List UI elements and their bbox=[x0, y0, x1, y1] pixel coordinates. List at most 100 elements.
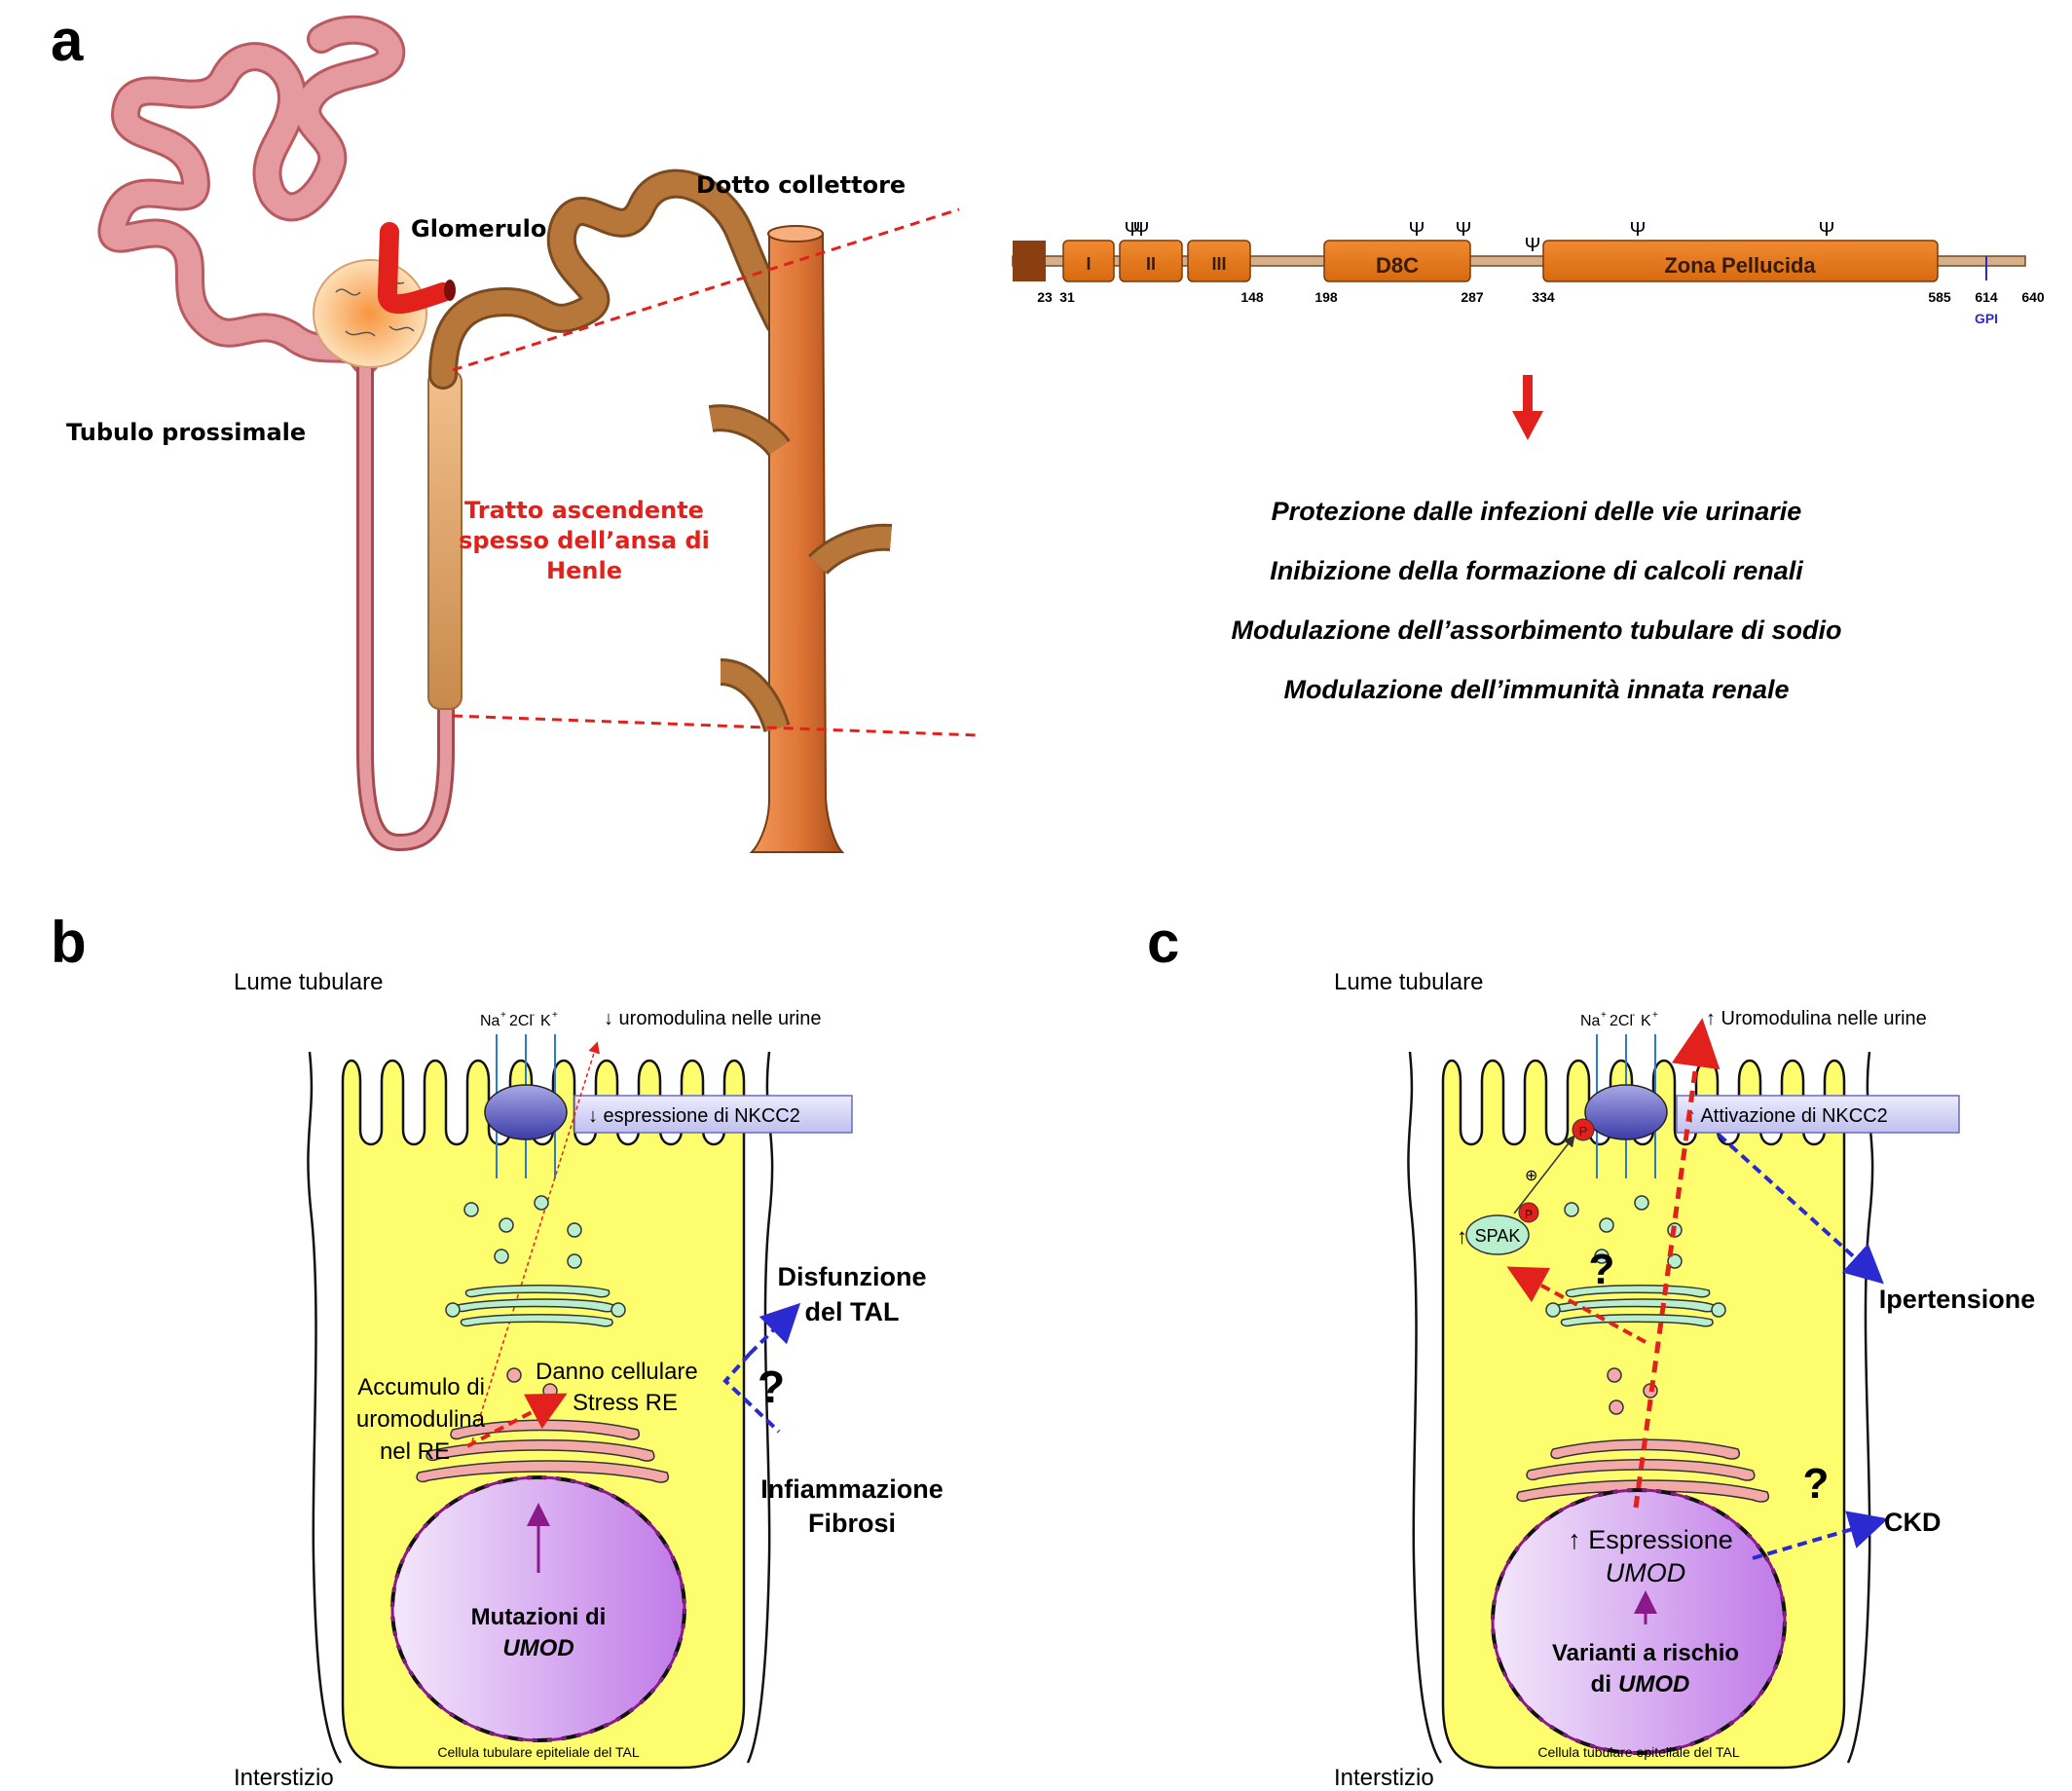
c-lume-label: Lume tubulare bbox=[1334, 969, 1483, 995]
pos-31: 31 bbox=[1059, 289, 1075, 305]
c-ion-labels: Na + 2Cl - K + bbox=[1580, 1010, 1658, 1029]
svg-text:-: - bbox=[1632, 1010, 1635, 1021]
domain-zona-pellucida: Zona Pellucida bbox=[1664, 253, 1816, 278]
label-glomerulo: Glomerulo bbox=[411, 215, 546, 243]
svg-text:-: - bbox=[532, 1010, 535, 1021]
c-spak bbox=[1465, 1214, 1530, 1255]
svg-text:P: P bbox=[1579, 1124, 1588, 1138]
svg-text:+: + bbox=[500, 1010, 506, 1021]
label-tal-1: Tratto ascendente bbox=[464, 497, 704, 524]
pos-585: 585 bbox=[1928, 289, 1951, 305]
down-arrow-icon bbox=[1512, 375, 1543, 440]
b-interstizio-label: Interstizio bbox=[234, 1765, 334, 1791]
b-danno-1: Danno cellulare bbox=[536, 1359, 698, 1385]
panel-b-letter: b bbox=[51, 910, 87, 975]
b-mutazioni: Mutazioni di bbox=[471, 1604, 607, 1630]
c-question-2: ? bbox=[1803, 1460, 1830, 1508]
c-golgi bbox=[1545, 1285, 1726, 1327]
glyco-mark: Ψ bbox=[1819, 219, 1835, 241]
glyco-mark: Ψ bbox=[1125, 219, 1141, 241]
glyco-mark: Ψ bbox=[1525, 235, 1541, 256]
c-phospho-spak bbox=[1518, 1202, 1539, 1223]
c-interstizio-label: Interstizio bbox=[1334, 1765, 1434, 1791]
b-fibrosi: Fibrosi bbox=[808, 1509, 896, 1538]
b-vesicles bbox=[463, 1195, 582, 1269]
pos-614: 614 bbox=[1975, 289, 1998, 305]
c-ipertensione: Ipertensione bbox=[1879, 1285, 2036, 1314]
gpi-label: GPI bbox=[1975, 311, 1998, 326]
b-question-mark: ? bbox=[758, 1362, 785, 1412]
svg-text:P: P bbox=[1525, 1208, 1533, 1221]
loop-of-henle bbox=[356, 360, 455, 852]
pos-287: 287 bbox=[1461, 289, 1484, 305]
domain-I: I bbox=[1086, 254, 1091, 274]
svg-text:2Cl: 2Cl bbox=[1610, 1013, 1633, 1029]
c-umod-var: UMOD bbox=[1618, 1671, 1689, 1698]
svg-text:K: K bbox=[1641, 1013, 1651, 1029]
b-disfunzione-1: Disfunzione bbox=[778, 1262, 927, 1291]
c-ckd: CKD bbox=[1884, 1508, 1942, 1537]
proximal-tubule bbox=[97, 15, 406, 375]
glomerulus bbox=[313, 222, 456, 368]
b-cell-label: Cellula tubulare epiteliale del TAL bbox=[437, 1744, 639, 1760]
c-urine-text: ↑ Uromodulina nelle urine bbox=[1706, 1008, 1927, 1029]
c-phospho-nkcc2 bbox=[1572, 1118, 1595, 1141]
c-umod-expr: UMOD bbox=[1606, 1558, 1686, 1587]
c-nkcc2-transporter bbox=[1584, 1084, 1668, 1140]
domain-II: II bbox=[1146, 254, 1156, 274]
c-nkcc2-box bbox=[1676, 1095, 1960, 1134]
glyco-mark: Ψ bbox=[1133, 219, 1150, 241]
pos-198: 198 bbox=[1314, 289, 1338, 305]
panel-c-letter: c bbox=[1147, 910, 1179, 975]
collecting-duct bbox=[708, 225, 893, 853]
pos-23: 23 bbox=[1037, 289, 1053, 305]
svg-text:K: K bbox=[540, 1013, 551, 1029]
label-dotto-collettore: Dotto collettore bbox=[696, 171, 906, 199]
label-tal-3: Henle bbox=[546, 557, 622, 584]
b-umod: UMOD bbox=[502, 1635, 574, 1661]
b-nkcc2-text: ↓ espressione di NKCC2 bbox=[588, 1105, 800, 1127]
b-nkcc2-box bbox=[574, 1095, 853, 1134]
b-infiammazione: Infiammazione bbox=[760, 1474, 944, 1504]
b-er bbox=[416, 1419, 669, 1483]
label-tubulo-prossimale: Tubulo prossimale bbox=[66, 419, 306, 446]
svg-text:Na: Na bbox=[1580, 1013, 1601, 1029]
c-espressione: ↑ Espressione bbox=[1568, 1525, 1733, 1554]
glyco-mark: Ψ bbox=[1630, 219, 1646, 241]
svg-text:Na: Na bbox=[480, 1013, 500, 1029]
glyco-mark: Ψ bbox=[1456, 219, 1472, 241]
c-plus: ⊕ bbox=[1525, 1168, 1537, 1184]
glyco-mark: Ψ bbox=[1409, 219, 1425, 241]
b-accumulo-2: uromodulina bbox=[356, 1406, 486, 1433]
c-spak-up: ↑ bbox=[1457, 1224, 1467, 1249]
svg-text:+: + bbox=[552, 1010, 558, 1021]
pos-334: 334 bbox=[1532, 289, 1555, 305]
function-4: Modulazione dell’immunità innata renale bbox=[1283, 675, 1789, 704]
signal-peptide bbox=[1013, 241, 1046, 281]
svg-text:SPAK: SPAK bbox=[1475, 1226, 1521, 1246]
c-varianti-2: di bbox=[1591, 1671, 1611, 1698]
svg-text:+: + bbox=[1601, 1010, 1607, 1021]
b-golgi bbox=[445, 1285, 626, 1327]
panel-a-letter: a bbox=[51, 8, 84, 73]
b-danno-2: Stress RE bbox=[573, 1390, 678, 1416]
uromodulin-domain-map: I II III D8C Zona Pellucida Ψ Ψ Ψ Ψ Ψ Ψ … bbox=[1012, 219, 2045, 326]
c-nkcc2-text: ↑ Attivazione di NKCC2 bbox=[1686, 1105, 1888, 1127]
domain-III: III bbox=[1211, 254, 1226, 274]
b-lume-label: Lume tubulare bbox=[234, 969, 383, 995]
b-accumulo-3: nel RE bbox=[380, 1438, 450, 1465]
c-question-1: ? bbox=[1589, 1246, 1615, 1293]
svg-text:2Cl: 2Cl bbox=[509, 1013, 533, 1029]
function-1: Protezione dalle infezioni delle vie uri… bbox=[1272, 497, 1802, 526]
pos-148: 148 bbox=[1240, 289, 1264, 305]
c-varianti-1: Varianti a rischio bbox=[1552, 1640, 1739, 1666]
pos-640: 640 bbox=[2021, 289, 2045, 305]
b-urine-text: ↓ uromodulina nelle urine bbox=[604, 1008, 821, 1029]
svg-text:+: + bbox=[1652, 1010, 1658, 1021]
b-nkcc2-transporter bbox=[484, 1084, 568, 1140]
domain-D8C: D8C bbox=[1376, 253, 1419, 278]
label-tal-2: spesso dell’ansa di bbox=[459, 527, 710, 554]
thick-ascending-limb bbox=[427, 369, 462, 710]
c-cell-label: Cellula tubulare epiteliale del TAL bbox=[1537, 1744, 1739, 1760]
